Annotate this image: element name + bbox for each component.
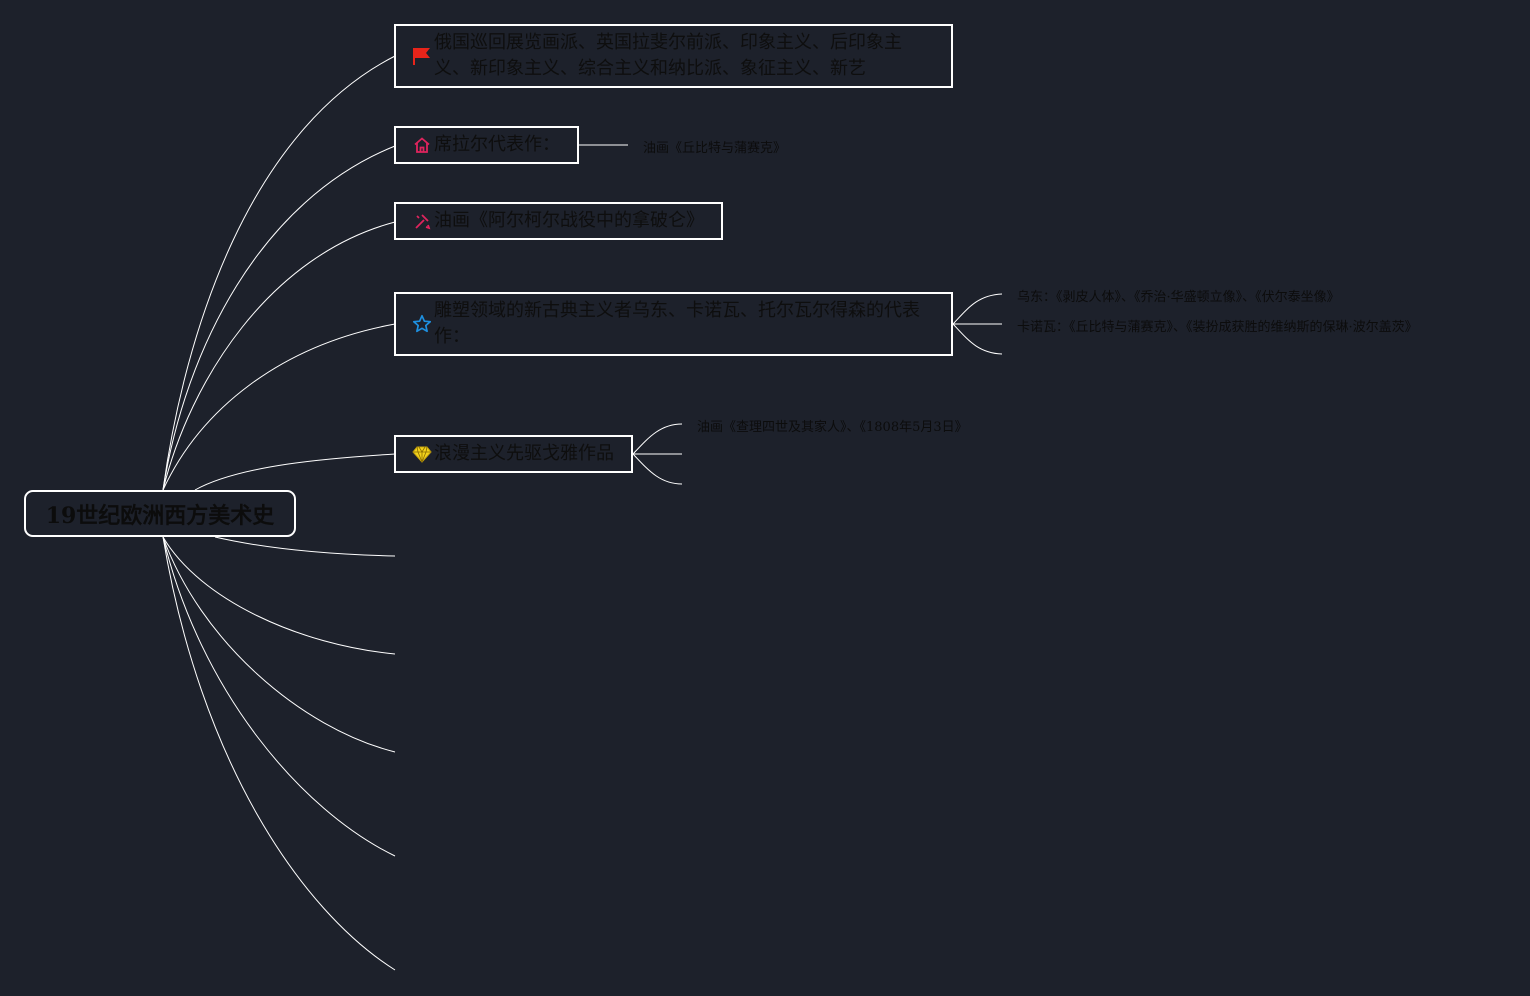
root-node[interactable]: 19世纪欧洲西方美术史 xyxy=(24,490,296,537)
gem-icon xyxy=(411,445,433,463)
flag-icon xyxy=(411,46,433,66)
topic-node[interactable]: 浪漫主义先驱戈雅作品 xyxy=(394,435,633,473)
leaf-node[interactable]: 卡诺瓦：《丘比特与蒲赛克》、《装扮成获胜的维纳斯的保琳·波尔盖茨》 xyxy=(1017,320,1418,335)
connector-topic-4 xyxy=(162,323,396,491)
connector-topic-5 xyxy=(194,453,396,491)
topic-label: 油画《阿尔柯尔战役中的拿破仑》 xyxy=(434,210,704,231)
leaf-node[interactable]: 油画《查理四世及其家人》、《1808年5月3日》 xyxy=(697,420,968,435)
topic-label: 席拉尔代表作： xyxy=(434,134,560,155)
connector-empty-1 xyxy=(214,536,396,557)
connector-empty-2 xyxy=(162,536,396,655)
topic-node[interactable]: 俄国巡回展览画派、英国拉斐尔前派、印象主义、后印象主 义、新印象主义、综合主义和… xyxy=(394,24,953,88)
tools-icon xyxy=(411,212,433,230)
topic-label: 俄国巡回展览画派、英国拉斐尔前派、印象主义、后印象主 义、新印象主义、综合主义和… xyxy=(434,32,902,79)
connector-empty-3 xyxy=(162,536,396,753)
topic-node[interactable]: 油画《阿尔柯尔战役中的拿破仑》 xyxy=(394,202,723,240)
leaf-node[interactable]: 乌东：《剥皮人体》、《乔治·华盛顿立像》、《伏尔泰坐像》 xyxy=(1017,290,1340,305)
connector-topic-3 xyxy=(162,221,396,491)
topic-node[interactable]: 雕塑领域的新古典主义者乌东、卡诺瓦、托尔瓦尔得森的代表 作： xyxy=(394,292,953,356)
connector-empty-4 xyxy=(162,536,396,857)
star-icon xyxy=(411,314,433,334)
connector-leaf-goya-3 xyxy=(632,453,683,485)
topic-label: 雕塑领域的新古典主义者乌东、卡诺瓦、托尔瓦尔得森的代表 作： xyxy=(434,300,920,347)
connector-leaf-houdon xyxy=(952,293,1003,325)
connector-empty-5 xyxy=(162,536,396,971)
topic-label: 浪漫主义先驱戈雅作品 xyxy=(434,443,614,464)
leaf-node[interactable]: 油画《丘比特与蒲赛克》 xyxy=(643,141,787,156)
home-icon xyxy=(411,136,433,154)
connector-leaf-extra4 xyxy=(952,323,1003,355)
connector-topic-2 xyxy=(162,145,396,491)
connector-leaf-goya xyxy=(632,423,683,455)
connector-topic-1 xyxy=(162,55,396,491)
topic-node[interactable]: 席拉尔代表作： xyxy=(394,126,579,164)
